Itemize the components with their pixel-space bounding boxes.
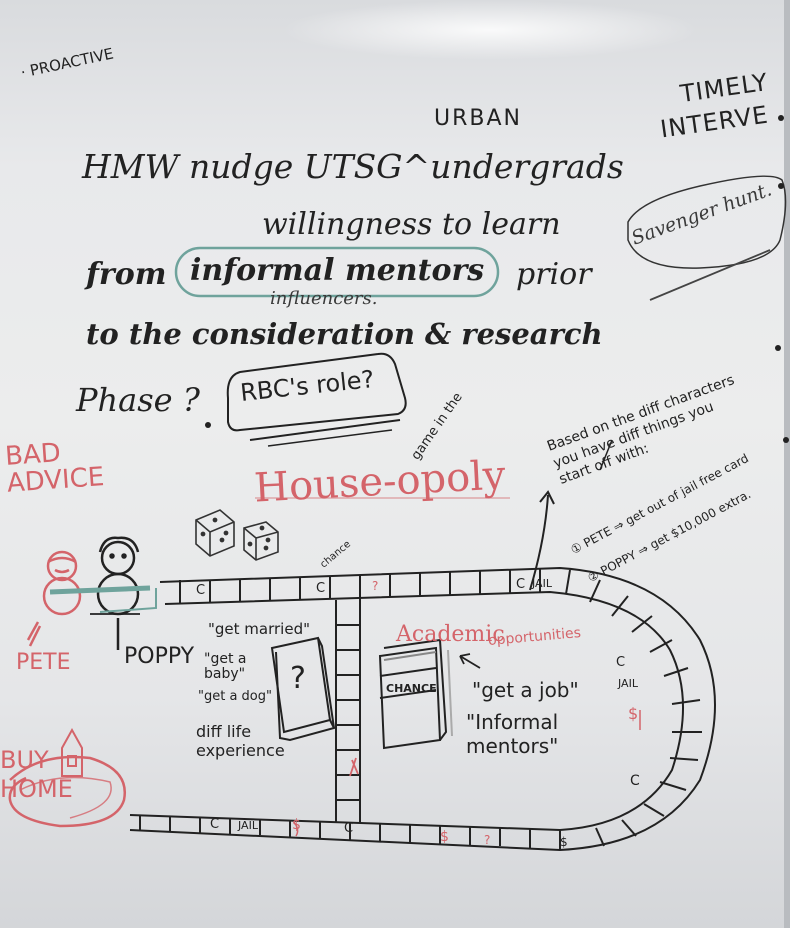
buy-home-note: BUY HOME <box>0 746 73 803</box>
phase-text: Phase ? <box>76 381 200 419</box>
chance-card-label: CHANCE <box>386 682 437 695</box>
get-a-job-note: "get a job" <box>472 678 579 702</box>
board-cell-jail-3: JAIL <box>238 819 258 832</box>
hmw-from: from <box>86 257 167 292</box>
hmw-line-2: willingness to learn <box>262 207 561 242</box>
informal-mentors-text: informal mentors <box>190 253 485 288</box>
board-cell-c-5: C <box>630 773 640 789</box>
board-cell-c-1: C <box>196 583 206 598</box>
prior-text: prior <box>516 257 592 292</box>
hmw-line-1: HMW nudge UTSG^undergrads <box>82 147 624 186</box>
board-cell-c-2: C <box>316 581 326 596</box>
board-cell-c-3: C <box>516 577 526 592</box>
game-board-track <box>129 566 716 852</box>
board-cell-dollar-4: $ <box>560 835 568 849</box>
urban-note: URBAN <box>434 106 522 131</box>
scavenger-bubble <box>627 175 787 269</box>
diff-life-note: diff life experience <box>196 722 285 761</box>
board-cell-q-1: ? <box>372 579 379 593</box>
get-married-note: "get married" <box>208 620 310 638</box>
rbc-underline-2 <box>267 429 393 447</box>
question-book-icon <box>270 636 336 742</box>
hmw-line-4: to the consideration & research <box>86 317 603 351</box>
pointer-arrow <box>529 490 555 591</box>
rbc-underline-1 <box>249 419 401 441</box>
pete-label: PETE <box>16 650 71 675</box>
chance-book-icon <box>378 638 453 750</box>
scavenger-line <box>649 249 771 301</box>
board-cell-c-4: C <box>616 655 626 670</box>
board-cell-dollar-3: $ <box>440 829 449 845</box>
board-cell-dollar-1: $ <box>628 704 639 723</box>
light-glare <box>280 0 700 60</box>
rbc-bubble <box>226 352 407 432</box>
poppy-label: POPPY <box>124 644 195 669</box>
get-a-baby-note: "get a baby" <box>204 651 247 683</box>
board-cell-c-7: C <box>344 821 354 836</box>
board-cell-jail-1: JAIL <box>532 577 552 590</box>
board-cell-q-2: ? <box>484 833 491 847</box>
academic-label: Academic <box>396 622 505 647</box>
whiteboard-frame <box>784 0 790 928</box>
dice-icon <box>195 509 279 561</box>
informal-mentors-note: "Informal mentors" <box>466 710 559 758</box>
poppy-figure <box>96 536 140 650</box>
board-cell-jail-2: JAIL <box>618 677 638 690</box>
get-a-dog-note: "get a dog" <box>198 689 272 704</box>
buy-home-circle <box>8 755 127 828</box>
question-mark: ? <box>290 661 306 696</box>
board-cell-c-6: C <box>210 817 220 832</box>
informal-mentors-circle <box>174 246 500 298</box>
bad-advice-note: BAD ADVICE <box>4 438 106 500</box>
pete-figure <box>28 550 82 647</box>
influencers-note: influencers. <box>270 288 378 309</box>
board-cell-dollar-2: $ <box>292 817 301 833</box>
